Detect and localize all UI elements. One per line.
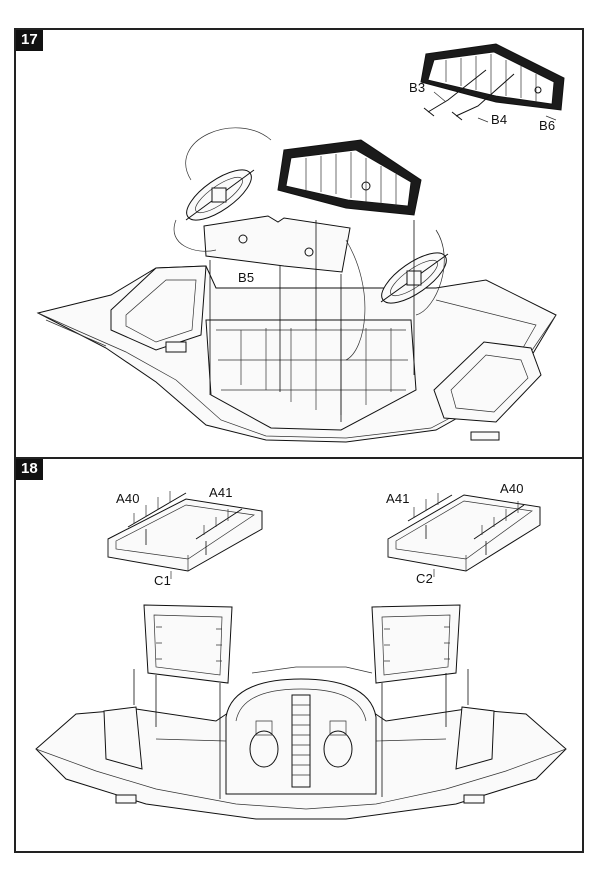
callout-b6: B6 bbox=[539, 118, 556, 133]
part-b5 bbox=[203, 215, 351, 273]
part-rotor-left bbox=[185, 169, 255, 221]
step-17-illustration bbox=[36, 43, 565, 443]
callout-c2: C2 bbox=[416, 571, 434, 586]
callout-a41-left: A41 bbox=[209, 485, 233, 500]
step-18-panel: 18 bbox=[14, 457, 584, 853]
part-bulkhead-left bbox=[143, 604, 233, 684]
callout-b4: B4 bbox=[491, 112, 508, 127]
callout-b5: B5 bbox=[238, 270, 255, 285]
callout-a40-right: A40 bbox=[500, 481, 524, 496]
step-number: 17 bbox=[16, 30, 43, 51]
callout-c1: C1 bbox=[154, 573, 172, 588]
part-bulkhead-right bbox=[371, 604, 461, 684]
hull-base-18 bbox=[35, 666, 567, 820]
step-18-illustration bbox=[35, 491, 567, 820]
part-c2-tray bbox=[387, 493, 541, 577]
part-c1-tray bbox=[107, 491, 263, 579]
callout-a40-left: A40 bbox=[116, 491, 140, 506]
callout-b3: B3 bbox=[409, 80, 426, 95]
callout-a41-right: A41 bbox=[386, 491, 410, 506]
hull-base-17 bbox=[36, 265, 557, 443]
part-b6-detail bbox=[420, 43, 565, 123]
step-17-panel: 17 bbox=[14, 28, 584, 459]
part-b6-assembly bbox=[277, 139, 422, 216]
step-number: 18 bbox=[16, 459, 43, 480]
